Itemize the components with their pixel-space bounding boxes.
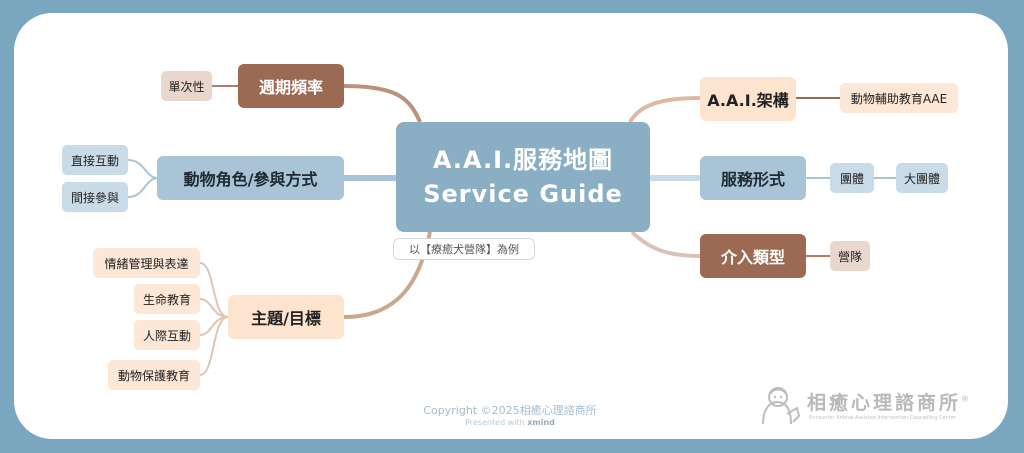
- sub-topics-animal-protection[interactable]: 動物保護教育: [108, 360, 200, 390]
- central-subtitle: Service Guide: [423, 180, 623, 208]
- central-note: 以【療癒犬營隊】為例: [393, 238, 535, 260]
- logo-name: 相癒心理諮商所®: [807, 392, 973, 414]
- sub-intervention-camp[interactable]: 營隊: [830, 241, 870, 271]
- sub-service-group[interactable]: 團體: [830, 163, 874, 193]
- branch-intervention[interactable]: 介入類型: [700, 234, 806, 278]
- sub-roles-indirect[interactable]: 間接參與: [62, 182, 128, 212]
- sub-framework-aae[interactable]: 動物輔助教育AAE: [840, 83, 958, 113]
- link-intervention: [630, 230, 701, 258]
- branch-service[interactable]: 服務形式: [700, 156, 806, 200]
- presented-prefix: Presented with: [465, 418, 525, 427]
- link-framework: [628, 96, 701, 124]
- link-roles-sub: [127, 159, 159, 198]
- sub-topics-life[interactable]: 生命教育: [134, 284, 200, 314]
- sub-frequency-single[interactable]: 單次性: [161, 71, 212, 101]
- central-topic[interactable]: A.A.I.服務地圖 Service Guide: [396, 122, 650, 232]
- logo-subtitle: Encounter Animal-Assisted Intervention C…: [809, 415, 956, 421]
- copyright-text: Copyright ©2025相癒心理諮商所: [423, 404, 597, 417]
- branch-frequency[interactable]: 週期頻率: [238, 64, 344, 108]
- sub-roles-direct[interactable]: 直接互動: [62, 145, 128, 175]
- central-title: A.A.I.服務地圖: [432, 146, 614, 174]
- sub-topics-interpersonal[interactable]: 人際互動: [134, 320, 200, 350]
- branch-topics[interactable]: 主題/目標: [228, 295, 344, 339]
- sub-topics-emotion[interactable]: 情緒管理與表達: [93, 248, 200, 278]
- link-topics-sub: [199, 262, 229, 376]
- presented-with: Presented with xmind: [430, 418, 590, 427]
- xmind-brand: xmind: [527, 418, 555, 427]
- person-dog-logo-icon: [762, 387, 801, 425]
- registered-mark: ®: [961, 394, 973, 404]
- sub-service-large-group[interactable]: 大團體: [896, 163, 948, 193]
- branch-roles[interactable]: 動物角色/參與方式: [157, 156, 344, 200]
- branch-framework[interactable]: A.A.I.架構: [700, 77, 796, 121]
- link-frequency: [343, 84, 422, 123]
- brand-logo: 相癒心理諮商所® Encounter Animal-Assisted Inter…: [757, 384, 997, 430]
